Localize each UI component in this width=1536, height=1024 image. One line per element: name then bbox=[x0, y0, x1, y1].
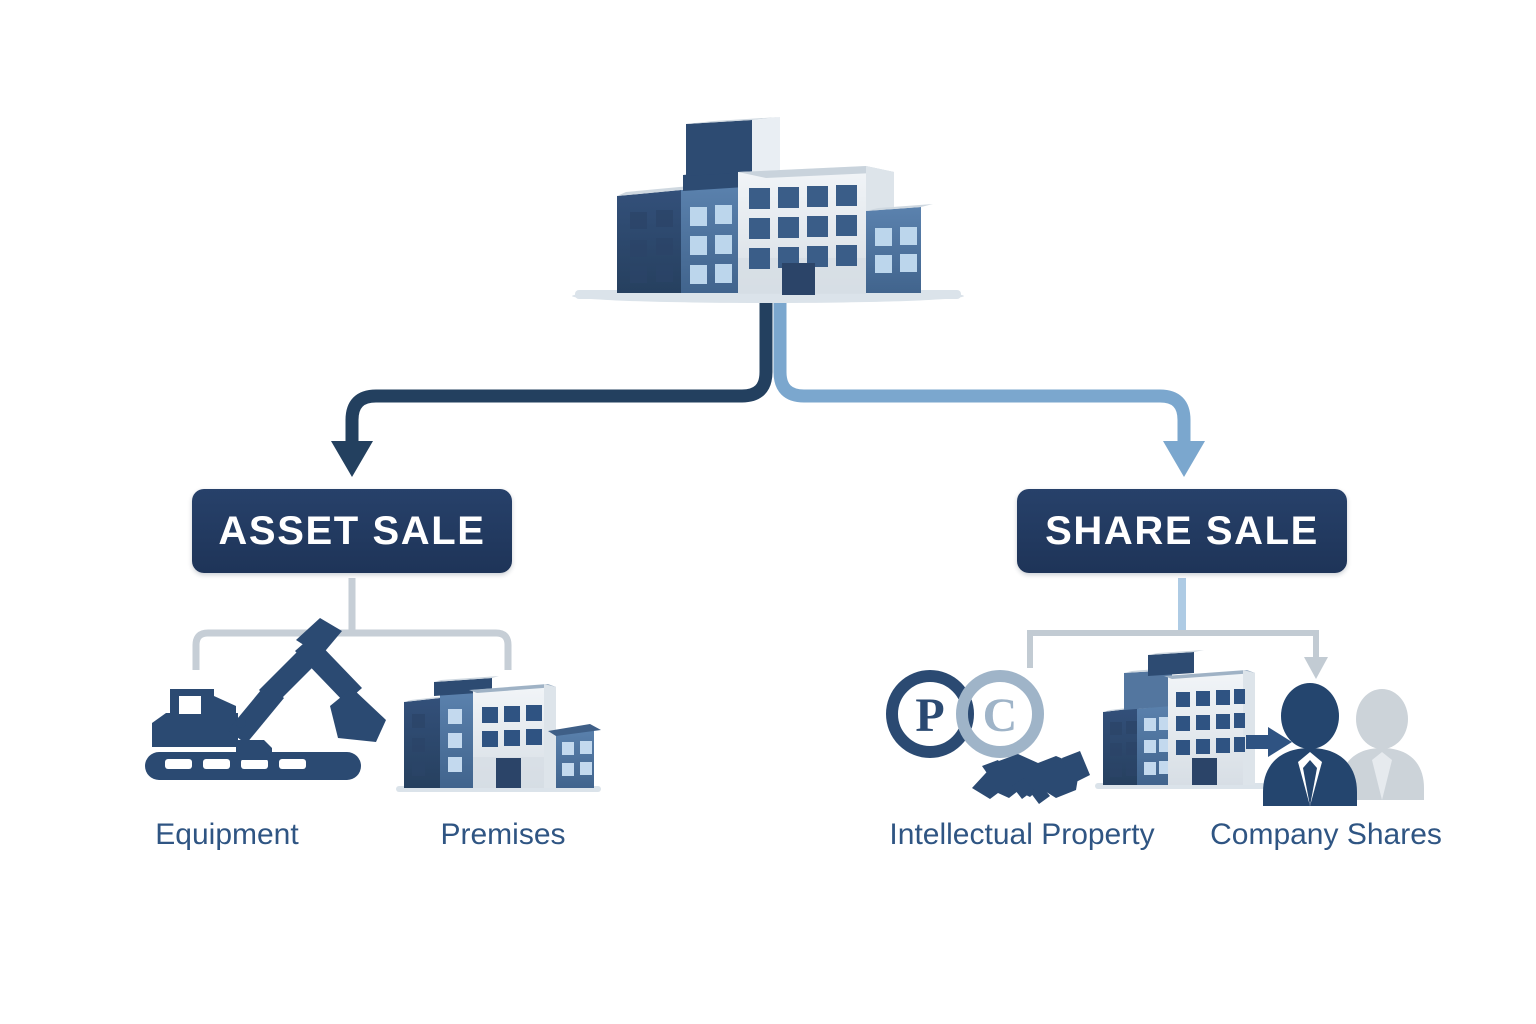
asset-sale-box[interactable]: ASSET SALE bbox=[192, 489, 512, 573]
svg-text:C: C bbox=[983, 689, 1018, 742]
transfer-arrow-icon bbox=[1246, 727, 1292, 757]
share-sale-sub-connectors bbox=[1027, 578, 1328, 679]
owner-silhouette-secondary bbox=[1340, 689, 1424, 800]
asset-sale-label: ASSET SALE bbox=[218, 509, 486, 553]
office-building-icon bbox=[572, 117, 964, 303]
patent-mark-icon: P bbox=[886, 670, 974, 758]
owner-silhouette-primary bbox=[1263, 683, 1357, 806]
connector-share-sale bbox=[773, 300, 1191, 444]
connector-asset-sale-arrowhead bbox=[331, 441, 373, 477]
asset-sale-sub-connectors bbox=[192, 578, 512, 670]
connector-asset-sale bbox=[345, 300, 773, 444]
connector-share-sale-arrowhead bbox=[1163, 441, 1205, 477]
equipment-label: Equipment bbox=[155, 818, 299, 851]
asset-sub-bracket bbox=[192, 629, 512, 670]
svg-text:P: P bbox=[915, 689, 944, 742]
share-sub-bracket-arrowhead bbox=[1304, 657, 1328, 679]
office-building-door bbox=[782, 263, 815, 295]
shares-building-door bbox=[1192, 758, 1217, 785]
share-sale-label: SHARE SALE bbox=[1045, 509, 1319, 553]
handshake-icon bbox=[972, 751, 1090, 804]
patent-copyright-handshake-icon: P C bbox=[886, 670, 1090, 804]
premises-label: Premises bbox=[440, 818, 566, 851]
excavator-icon bbox=[145, 618, 386, 780]
share-sale-box[interactable]: SHARE SALE bbox=[1017, 489, 1347, 573]
premises-door bbox=[496, 758, 521, 788]
building-icon bbox=[396, 676, 601, 792]
company-shares-label: Company Shares bbox=[1210, 818, 1442, 851]
share-sub-bracket bbox=[1027, 630, 1319, 668]
copyright-mark-icon: C bbox=[956, 670, 1044, 758]
building-to-owners-icon bbox=[1095, 650, 1424, 806]
main-connectors bbox=[331, 300, 1205, 477]
intellectual-property-label: Intellectual Property bbox=[889, 818, 1155, 851]
